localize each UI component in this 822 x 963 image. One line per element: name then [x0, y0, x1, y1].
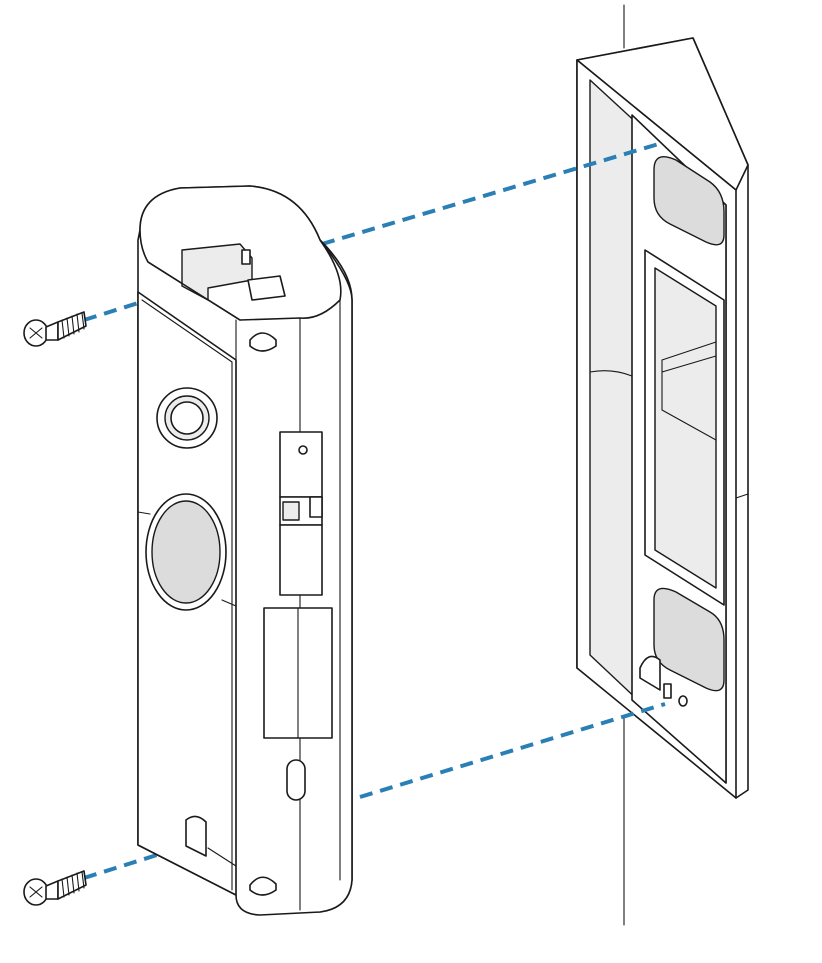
doorbell-device — [137, 185, 353, 916]
screw-icon-top — [23, 311, 87, 347]
wedge-mounting-bracket — [576, 37, 749, 799]
doorbell-button — [145, 493, 227, 611]
camera-lens — [156, 387, 218, 449]
guide-line-bottom-right — [359, 702, 666, 799]
guide-line-top-right — [321, 141, 663, 246]
screw-icon-bottom — [23, 870, 87, 906]
